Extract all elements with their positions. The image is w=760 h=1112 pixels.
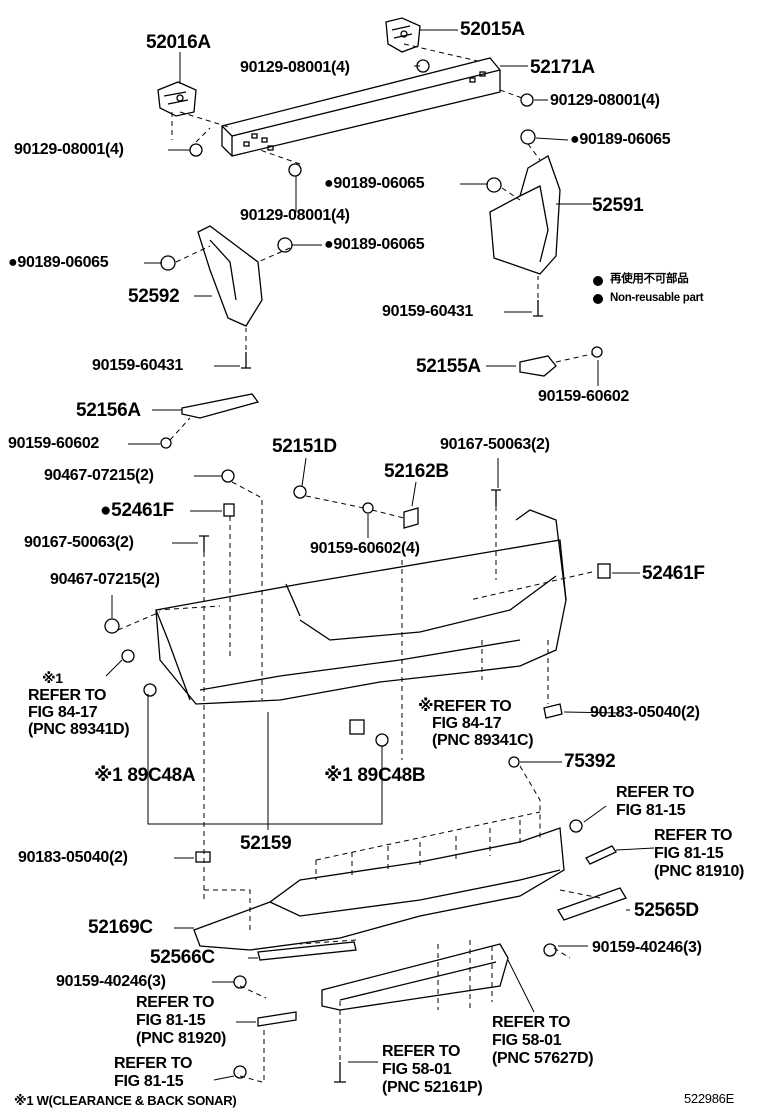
ref3-line1: REFER TO	[616, 784, 695, 801]
ref-fig-58-01-b: REFER TO FIG 58-01 (PNC 52161P)	[382, 1043, 483, 1097]
ref8-line1: REFER TO	[382, 1043, 461, 1060]
label-52461F-a: ●52461F	[100, 500, 174, 521]
label-52162B: 52162B	[384, 461, 449, 482]
label-90129-08001-d: 90129-08001(4)	[240, 207, 350, 224]
bracket-52156A	[181, 393, 260, 419]
ref-fig-84-17-c: ※REFER TO FIG 84-17 (PNC 89341C)	[418, 698, 534, 749]
label-90159-60602-b: 90159-60602	[8, 435, 100, 452]
bracket-52015A	[385, 17, 421, 53]
label-90183-05040-b: 90183-05040(2)	[18, 849, 128, 866]
ref-fig-84-17-d: ※1 REFER TO FIG 84-17 (PNC 89341D)	[28, 670, 130, 738]
reflector-52566C	[257, 941, 357, 961]
under-cover	[321, 943, 509, 1011]
ref2-line1: ※REFER TO	[418, 698, 512, 715]
ref-fig-81-15-a: REFER TO FIG 81-15	[616, 784, 695, 820]
ref5-line1: REFER TO	[136, 994, 215, 1011]
label-52155A: 52155A	[416, 356, 481, 377]
footnote: ※1 W(CLEARANCE & BACK SONAR)	[14, 1093, 237, 1108]
reinforcement-bar	[221, 57, 501, 157]
legend-dot-jp	[593, 276, 603, 286]
bracket-52016A	[157, 81, 197, 117]
reflector-52565D	[557, 887, 627, 921]
label-90159-60431-a: 90159-60431	[382, 303, 474, 320]
ref5-line2: FIG 81-15	[136, 1012, 206, 1029]
label-52565D: 52565D	[634, 900, 699, 921]
ref3-line2: FIG 81-15	[616, 802, 686, 819]
ref7-line2: FIG 58-01	[492, 1032, 562, 1049]
label-89C48B: ※1 89C48B	[324, 765, 426, 786]
label-52592: 52592	[128, 286, 180, 307]
illustration-code: 522986E	[684, 1091, 734, 1106]
label-90159-40246-b: 90159-40246(3)	[56, 973, 166, 990]
retainer-52591	[489, 155, 561, 275]
ref7-line3: (PNC 57627D)	[492, 1050, 594, 1067]
label-52151D: 52151D	[272, 436, 337, 457]
ref1-line2: REFER TO	[28, 687, 107, 704]
label-52015A: 52015A	[460, 19, 525, 40]
bumper-cover	[155, 539, 567, 705]
label-75392: 75392	[564, 751, 616, 772]
label-52169C: 52169C	[88, 917, 153, 938]
ref-fig-81-15-b: REFER TO FIG 81-15 (PNC 81910)	[654, 827, 744, 881]
label-90129-08001-b: 90129-08001(4)	[550, 92, 660, 109]
legend-text-jp: 再使用不可部品	[610, 273, 689, 285]
label-52461F-b: 52461F	[642, 563, 705, 584]
label-90129-08001-c: 90129-08001(4)	[14, 141, 124, 158]
ref4-line1: REFER TO	[654, 827, 733, 844]
label-90159-40246-a: 90159-40246(3)	[592, 939, 702, 956]
label-90467-07215-b: 90467-07215(2)	[50, 571, 160, 588]
label-90129-08001-a: 90129-08001(4)	[240, 59, 350, 76]
ref5-line3: (PNC 81920)	[136, 1030, 227, 1047]
label-52156A: 52156A	[76, 400, 141, 421]
label-90167-50063-b: 90167-50063(2)	[24, 534, 134, 551]
ref4-line3: (PNC 81910)	[654, 863, 745, 880]
ref8-line3: (PNC 52161P)	[382, 1079, 483, 1096]
label-90467-07215-a: 90467-07215(2)	[44, 467, 154, 484]
ref6-line2: FIG 81-15	[114, 1073, 184, 1090]
legend-text-en: Non-reusable part	[610, 292, 704, 304]
label-89C48A: ※1 89C48A	[94, 765, 196, 786]
label-52171A: 52171A	[530, 57, 595, 78]
label-90189-06065-a: ●90189-06065	[570, 131, 671, 148]
ref8-line2: FIG 58-01	[382, 1061, 452, 1078]
ref2-line3: (PNC 89341C)	[432, 732, 534, 749]
legend-dot-en	[593, 294, 603, 304]
ref-fig-81-15-d: REFER TO FIG 81-15	[114, 1055, 193, 1091]
label-52159: 52159	[240, 833, 292, 854]
label-90159-60602-a: 90159-60602	[538, 388, 630, 405]
label-52566C: 52566C	[150, 947, 215, 968]
label-90159-60602-c: 90159-60602(4)	[310, 540, 420, 557]
bracket-52155A	[519, 355, 557, 377]
retainer-52592	[197, 225, 263, 327]
ref-fig-81-15-c: REFER TO FIG 81-15 (PNC 81920)	[136, 994, 226, 1048]
lower-bumper	[193, 827, 565, 951]
ref-fig-58-01-a: REFER TO FIG 58-01 (PNC 57627D)	[492, 1014, 594, 1068]
label-90167-50063-a: 90167-50063(2)	[440, 436, 550, 453]
label-52016A: 52016A	[146, 32, 211, 53]
ref1-line1: ※1	[42, 670, 63, 686]
label-90189-06065-d: ●90189-06065	[8, 254, 109, 271]
ref7-line1: REFER TO	[492, 1014, 571, 1031]
label-90183-05040-a: 90183-05040(2)	[590, 704, 700, 721]
ref1-line3: FIG 84-17	[28, 704, 98, 721]
label-90189-06065-b: ●90189-06065	[324, 175, 425, 192]
label-90189-06065-c: ●90189-06065	[324, 236, 425, 253]
ref6-line1: REFER TO	[114, 1055, 193, 1072]
label-52591: 52591	[592, 195, 644, 216]
label-90159-60431-b: 90159-60431	[92, 357, 184, 374]
ref1-line4: (PNC 89341D)	[28, 721, 130, 738]
ref4-line2: FIG 81-15	[654, 845, 724, 862]
ref2-line2: FIG 84-17	[432, 715, 502, 732]
